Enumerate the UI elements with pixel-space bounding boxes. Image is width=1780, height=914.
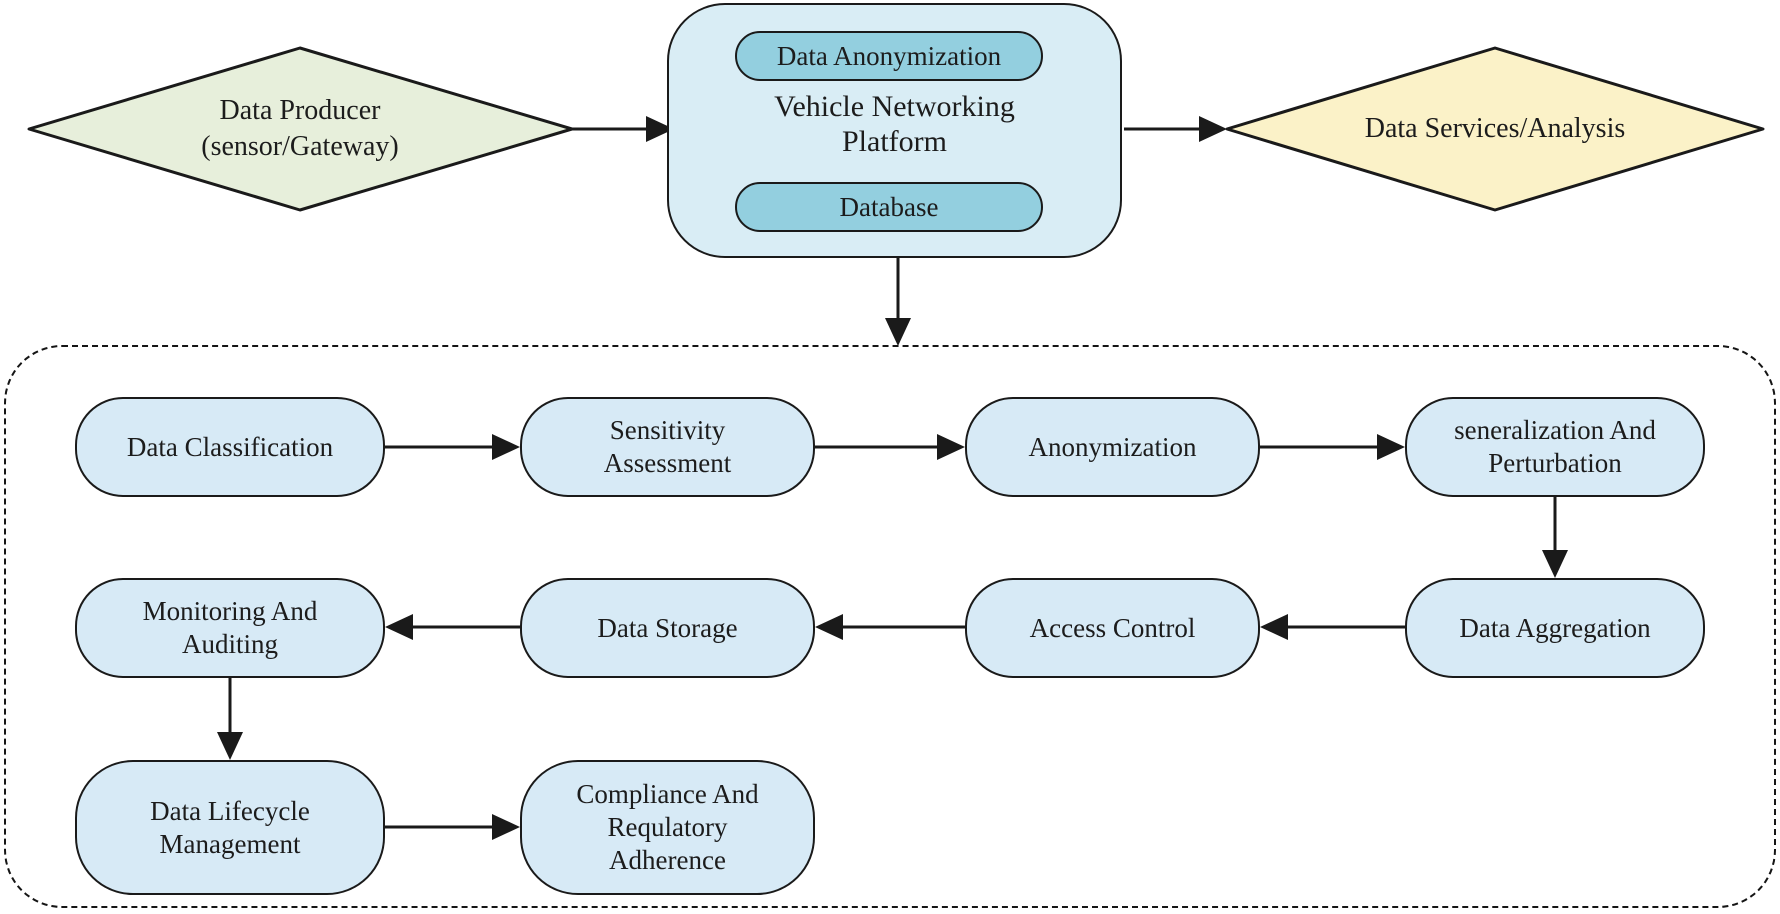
node-anonymization: Anonymization <box>965 397 1260 497</box>
arrow-generalization-to-aggregation <box>1542 497 1568 578</box>
arrow-access-control-to-storage <box>815 614 965 640</box>
node-data-producer: Data Producer (sensor/Gateway) <box>201 95 399 162</box>
node-vehicle-networking-platform: Data Anonymization Vehicle Networking Pl… <box>667 3 1122 258</box>
platform-title: Vehicle Networking Platform <box>774 90 1015 158</box>
arrow-aggregation-to-access-control <box>1260 614 1405 640</box>
node-monitoring-and-auditing: Monitoring And Auditing <box>75 578 385 678</box>
arrow-sensitivity-to-anonymization <box>815 434 965 460</box>
node-data-aggregation: Data Aggregation <box>1405 578 1705 678</box>
arrow-classification-to-sensitivity <box>385 434 520 460</box>
node-compliance-and-regulatory-adherence: Compliance And Requlatory Adherence <box>520 760 815 895</box>
arrow-lifecycle-to-compliance <box>385 814 520 840</box>
arrow-platform-to-pipeline <box>885 258 911 346</box>
arrow-monitoring-to-lifecycle <box>217 677 243 760</box>
node-data-classification: Data Classification <box>75 397 385 497</box>
node-data-services-analysis: Data Services/Analysis <box>1364 113 1626 144</box>
arrow-producer-to-platform <box>572 116 674 142</box>
module-data-anonymization: Data Anonymization <box>735 31 1043 81</box>
arrow-storage-to-monitoring <box>385 614 520 640</box>
node-data-lifecycle-management: Data Lifecycle Management <box>75 760 385 895</box>
data-services-diamond-shape <box>1225 46 1765 212</box>
arrow-anonymization-to-generalization <box>1260 434 1405 460</box>
arrow-platform-to-services <box>1124 116 1227 142</box>
module-database: Database <box>735 182 1043 232</box>
node-generalization-and-perturbation: seneralization And Perturbation <box>1405 397 1705 497</box>
node-access-control: Access Control <box>965 578 1260 678</box>
node-sensitivity-assessment: Sensitivity Assessment <box>520 397 815 497</box>
node-data-storage: Data Storage <box>520 578 815 678</box>
pipeline-container <box>4 345 1776 908</box>
